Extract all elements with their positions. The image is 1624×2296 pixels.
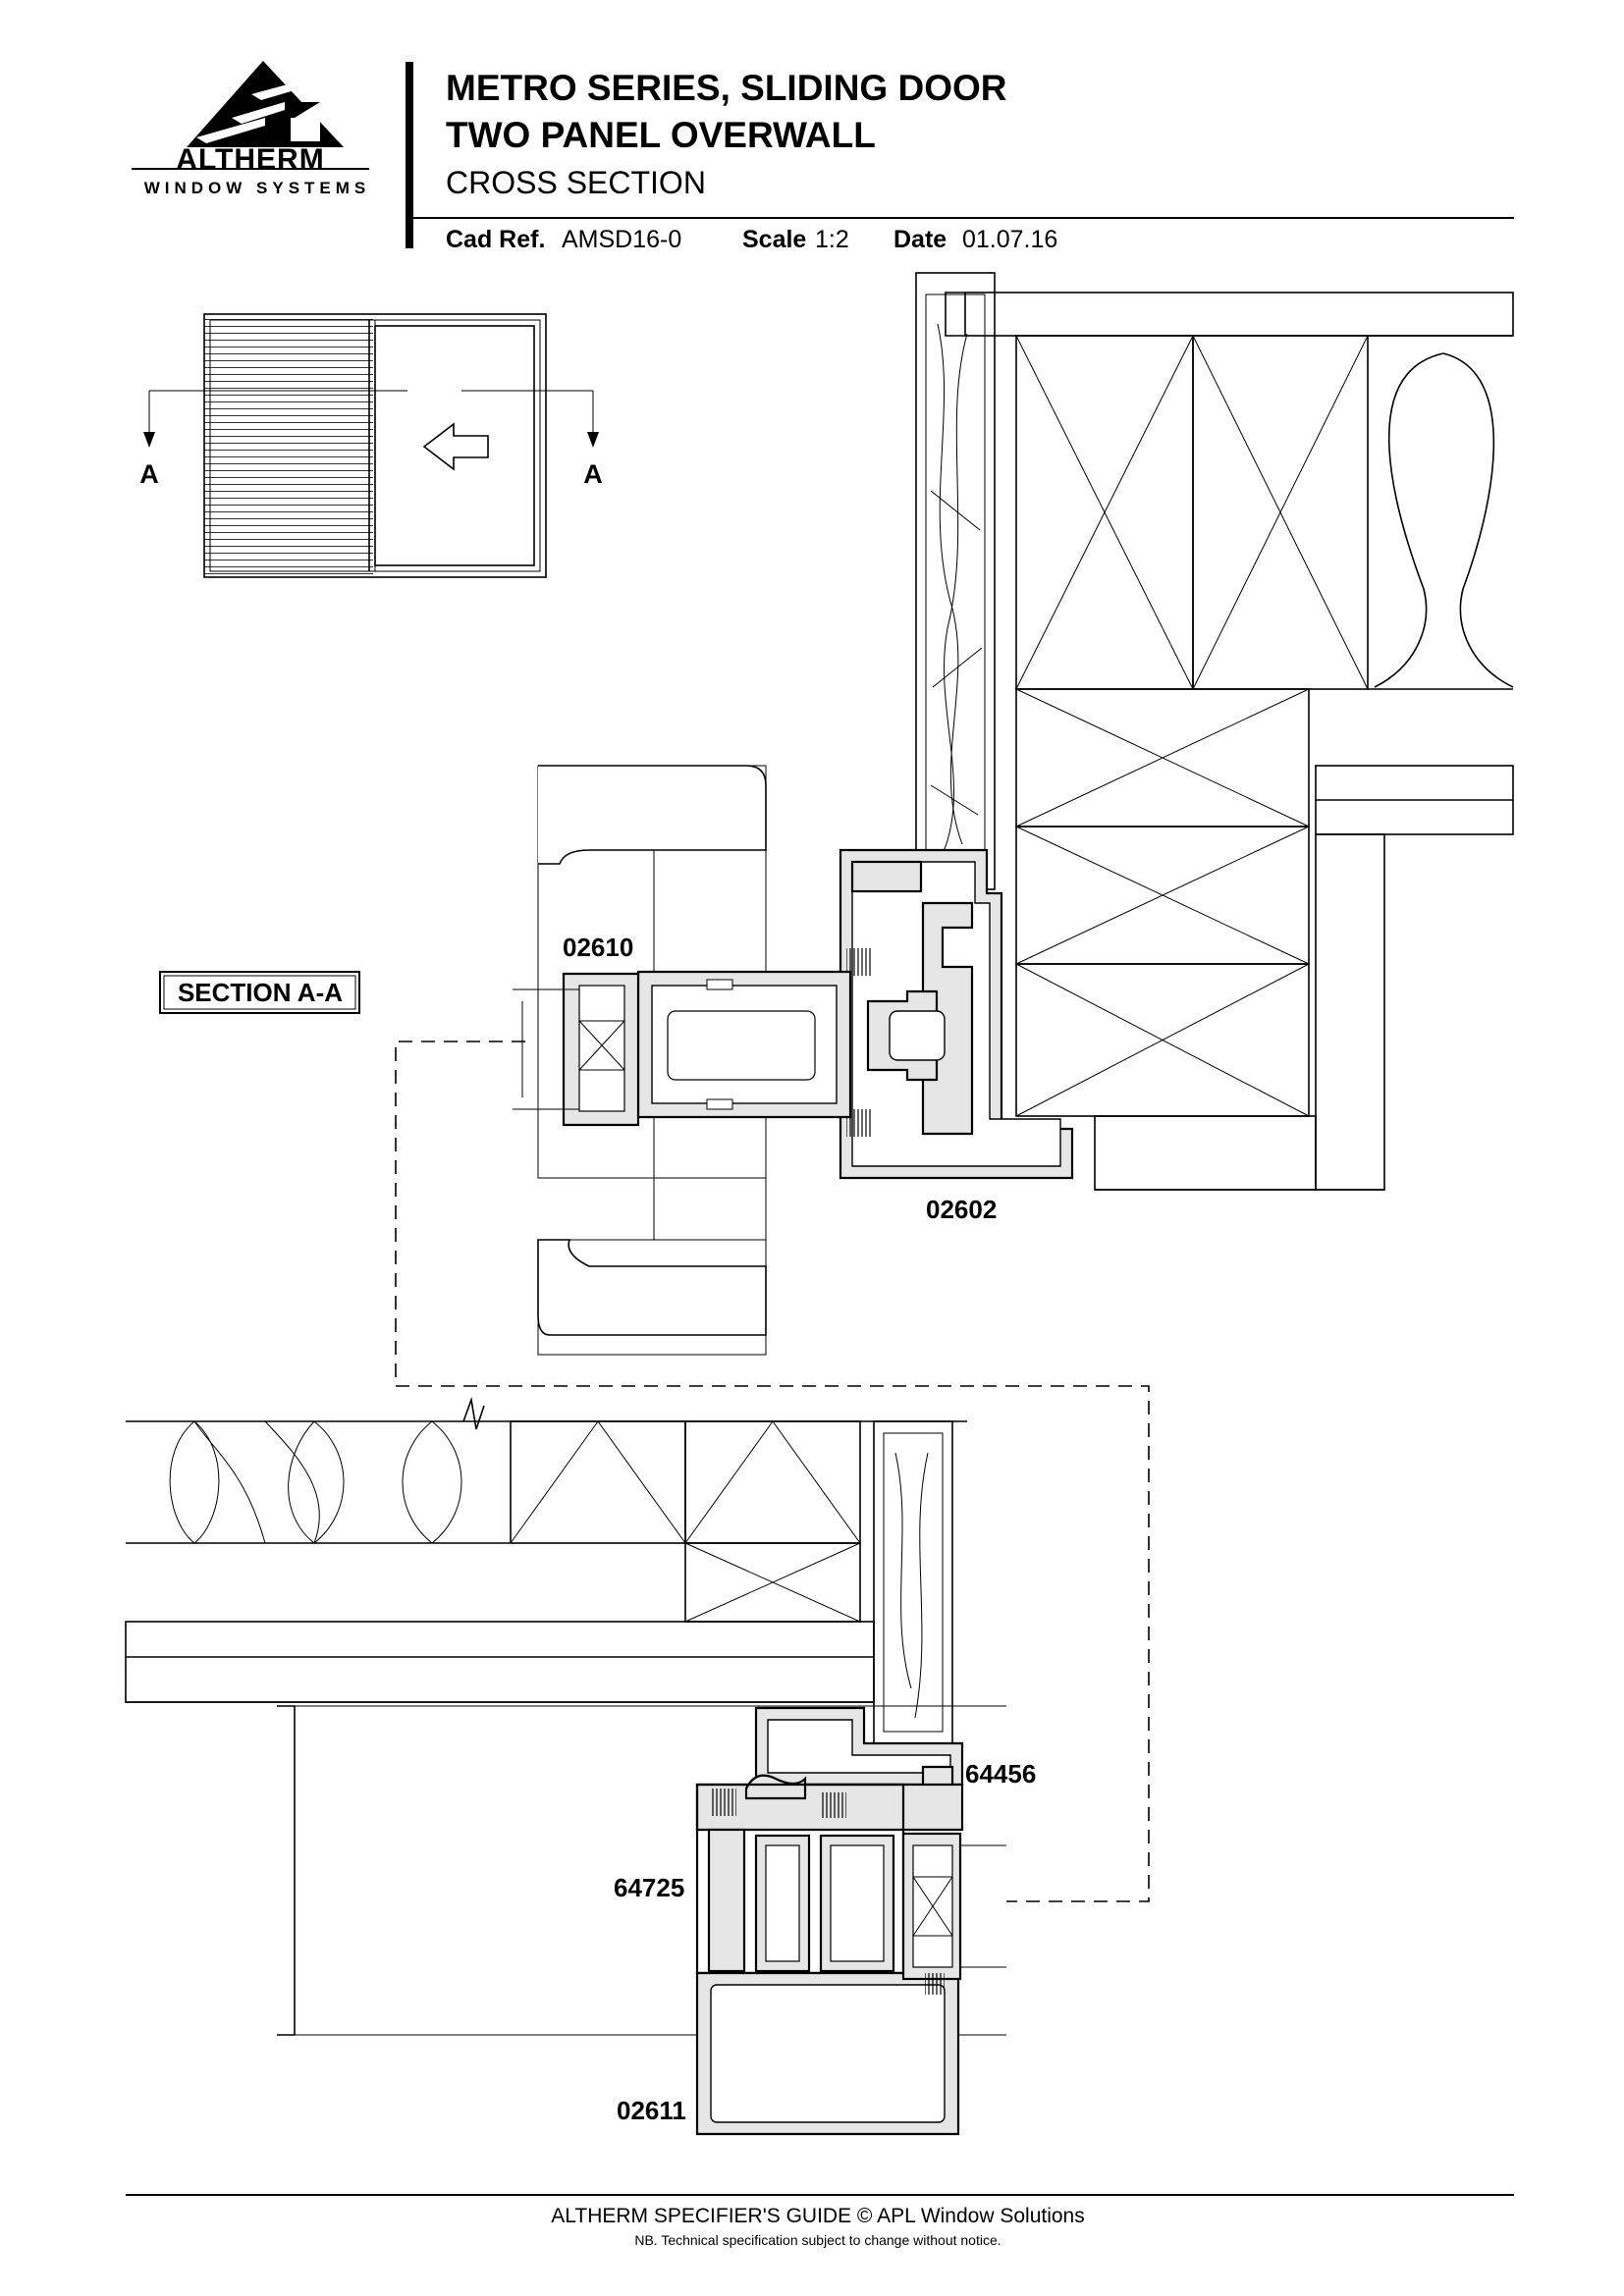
header-bar — [406, 62, 413, 248]
title-line-2: TWO PANEL OVERWALL — [446, 115, 876, 155]
part-label-02602: 02602 — [926, 1195, 997, 1224]
head-wall-structure — [915, 272, 1514, 1191]
part-label-02611: 02611 — [617, 2096, 686, 2125]
scale-label: Scale — [742, 226, 806, 253]
base-profile-02611 — [695, 1971, 960, 2136]
cut-label-right: A — [583, 459, 603, 489]
sash-profile-02610 — [513, 765, 852, 1356]
part-label-64725: 64725 — [614, 1873, 684, 1902]
cad-ref-value: AMSD16-0 — [562, 226, 681, 253]
date-value: 01.07.16 — [962, 226, 1057, 253]
title-line-3: CROSS SECTION — [446, 165, 706, 200]
altherm-logo — [132, 61, 369, 170]
part-label-64456: 64456 — [965, 1759, 1036, 1789]
cut-arrow-right-icon — [587, 432, 599, 448]
slide-direction-arrow-icon — [422, 422, 489, 471]
title-line-1: METRO SERIES, SLIDING DOOR — [446, 68, 1007, 108]
footer-line-2: NB. Technical specification subject to c… — [634, 2232, 1001, 2248]
cut-arrow-left-icon — [143, 432, 155, 448]
date-label: Date — [893, 226, 947, 253]
scale-value: 1:2 — [815, 226, 849, 253]
brand-name: ALTHERM — [176, 143, 324, 176]
section-label-box — [159, 971, 360, 1014]
section-label: SECTION A-A — [178, 978, 343, 1007]
head-frame-profile-02602 — [839, 848, 1074, 1180]
cut-label-left: A — [139, 459, 159, 489]
brand-tagline: WINDOW SYSTEMS — [144, 179, 371, 197]
key-plan — [143, 313, 599, 578]
sill-frame-profile-64725 — [695, 1774, 964, 1975]
sill-cover-profile-64456 — [754, 1706, 964, 1822]
cad-ref-label: Cad Ref. — [446, 226, 545, 253]
link-line — [395, 1041, 1150, 1902]
footer-line-1: ALTHERM SPECIFIER'S GUIDE © APL Window S… — [551, 2205, 1084, 2227]
part-label-02610: 02610 — [563, 933, 633, 962]
sill-glass-unit — [901, 1832, 1006, 1995]
